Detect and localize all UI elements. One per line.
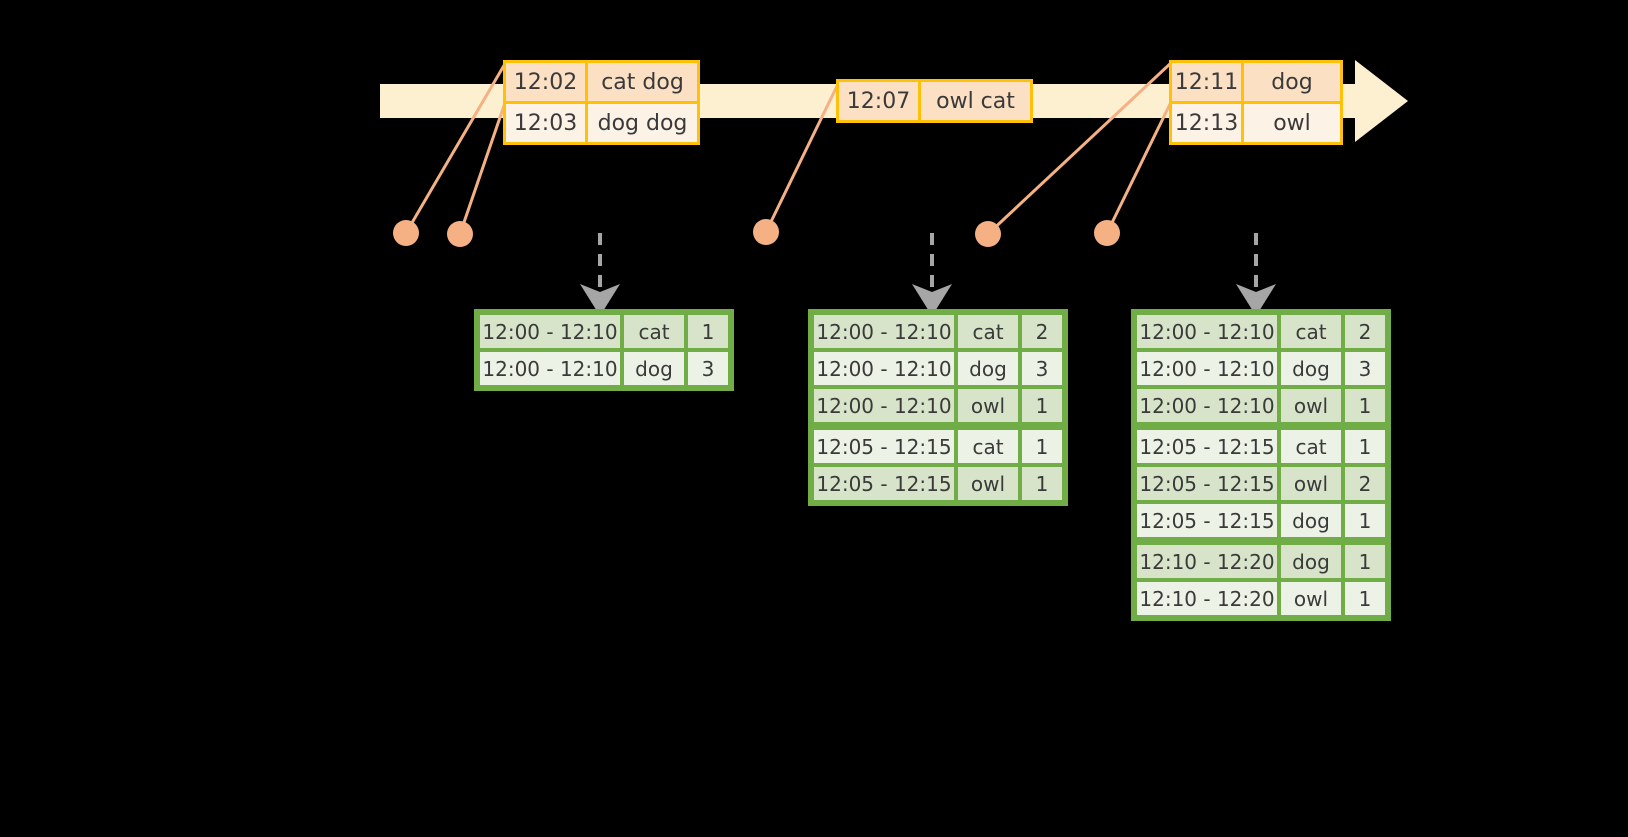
cell-window: 12:00 - 12:10 — [480, 315, 620, 348]
marker-dot-2 — [447, 221, 473, 247]
cell-window: 12:00 - 12:10 — [814, 352, 954, 385]
event-timestamp: 12:02 — [506, 63, 588, 101]
cell-word: dog — [1281, 545, 1341, 578]
connector-5 — [1105, 99, 1174, 234]
event-words: cat dog — [588, 63, 697, 101]
event-timestamp: 12:03 — [506, 104, 588, 142]
connector-3 — [764, 83, 840, 233]
cell-window: 12:10 - 12:20 — [1137, 582, 1277, 615]
cell-count: 3 — [1022, 352, 1062, 385]
cell-word: dog — [1281, 504, 1341, 537]
cell-count: 1 — [1022, 467, 1062, 500]
cell-window: 12:00 - 12:10 — [814, 389, 954, 422]
cell-window: 12:00 - 12:10 — [1137, 352, 1277, 385]
cell-window: 12:05 - 12:15 — [1137, 430, 1277, 463]
emit-arrows — [580, 233, 1276, 316]
cell-word: cat — [958, 430, 1018, 463]
cell-count: 1 — [1345, 430, 1385, 463]
event-words: dog — [1244, 63, 1340, 101]
cell-word: cat — [958, 315, 1018, 348]
cell-window: 12:05 - 12:15 — [814, 430, 954, 463]
cell-word: owl — [958, 467, 1018, 500]
cell-count: 1 — [1022, 430, 1062, 463]
cell-word: dog — [1281, 352, 1341, 385]
cell-word: owl — [1281, 389, 1341, 422]
cell-count: 1 — [1345, 582, 1385, 615]
event-timestamp: 12:11 — [1172, 63, 1244, 101]
cell-window: 12:05 - 12:15 — [1137, 504, 1277, 537]
cell-window: 12:05 - 12:15 — [1137, 467, 1277, 500]
cell-word: dog — [958, 352, 1018, 385]
marker-dot-5 — [1094, 220, 1120, 246]
marker-dots — [393, 219, 1120, 247]
cell-word: cat — [624, 315, 684, 348]
cell-count: 1 — [688, 315, 728, 348]
marker-dot-3 — [753, 219, 779, 245]
cell-count: 1 — [1345, 504, 1385, 537]
cell-word: owl — [1281, 582, 1341, 615]
connector-1 — [404, 61, 508, 234]
cell-window: 12:00 - 12:10 — [1137, 315, 1277, 348]
cell-word: owl — [1281, 467, 1341, 500]
cell-count: 1 — [1345, 389, 1385, 422]
cell-count: 3 — [688, 352, 728, 385]
cell-count: 2 — [1345, 315, 1385, 348]
cell-count: 2 — [1022, 315, 1062, 348]
cell-count: 2 — [1345, 467, 1385, 500]
cell-word: cat — [1281, 315, 1341, 348]
marker-dot-1 — [393, 220, 419, 246]
cell-window: 12:00 - 12:10 — [814, 315, 954, 348]
event-words: owl — [1244, 104, 1340, 142]
event-words: owl cat — [921, 82, 1030, 120]
cell-count: 1 — [1022, 389, 1062, 422]
cell-word: owl — [958, 389, 1018, 422]
cell-count: 3 — [1345, 352, 1385, 385]
cell-window: 12:00 - 12:10 — [480, 352, 620, 385]
cell-window: 12:00 - 12:10 — [1137, 389, 1277, 422]
connector-2 — [458, 99, 508, 235]
event-timestamp: 12:07 — [839, 82, 921, 120]
cell-word: dog — [624, 352, 684, 385]
cell-count: 1 — [1345, 545, 1385, 578]
event-timestamp: 12:13 — [1172, 104, 1244, 142]
event-words: dog dog — [588, 104, 697, 142]
cell-window: 12:10 - 12:20 — [1137, 545, 1277, 578]
cell-word: cat — [1281, 430, 1341, 463]
marker-dot-4 — [975, 221, 1001, 247]
cell-window: 12:05 - 12:15 — [814, 467, 954, 500]
